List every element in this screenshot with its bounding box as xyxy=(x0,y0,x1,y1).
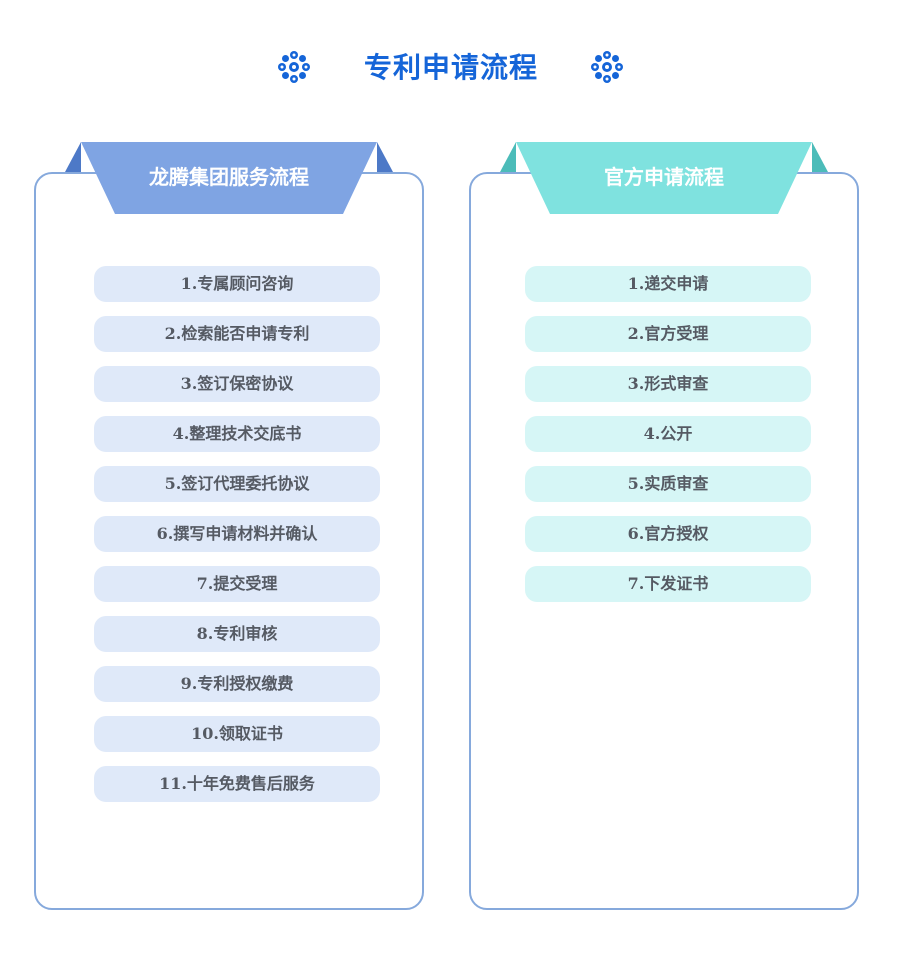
list-item: 8.专利审核 xyxy=(94,616,380,652)
list-item: 6.撰写申请材料并确认 xyxy=(94,516,380,552)
list-item: 1.专属顾问咨询 xyxy=(94,266,380,302)
list-item: 4.整理技术交底书 xyxy=(94,416,380,452)
list-item: 2.检索能否申请专利 xyxy=(94,316,380,352)
snowflake-flower-icon xyxy=(278,51,310,83)
list-item: 9.专利授权缴费 xyxy=(94,666,380,702)
left-panel-heading: 龙腾集团服务流程 xyxy=(149,165,309,189)
left-steps-list: 1.专属顾问咨询 2.检索能否申请专利 3.签订保密协议 4.整理技术交底书 5… xyxy=(94,266,380,816)
list-item: 5.实质审查 xyxy=(525,466,811,502)
list-item: 4.公开 xyxy=(525,416,811,452)
list-item: 3.形式审查 xyxy=(525,366,811,402)
banner-ribbon-shape xyxy=(65,142,393,214)
page-title: 专利申请流程 xyxy=(363,51,538,84)
page-header: 专利申请流程 xyxy=(0,48,902,88)
list-item: 10.领取证书 xyxy=(94,716,380,752)
list-item: 11.十年免费售后服务 xyxy=(94,766,380,802)
left-panel-banner: 龙腾集团服务流程 xyxy=(65,142,393,214)
list-item: 6.官方授权 xyxy=(525,516,811,552)
list-item: 7.下发证书 xyxy=(525,566,811,602)
list-item: 5.签订代理委托协议 xyxy=(94,466,380,502)
list-item: 3.签订保密协议 xyxy=(94,366,380,402)
right-panel-banner: 官方申请流程 xyxy=(500,142,828,214)
list-item: 2.官方受理 xyxy=(525,316,811,352)
right-panel-heading: 官方申请流程 xyxy=(604,165,724,189)
list-item: 7.提交受理 xyxy=(94,566,380,602)
right-steps-list: 1.递交申请 2.官方受理 3.形式审查 4.公开 5.实质审查 6.官方授权 … xyxy=(525,266,811,616)
banner-ribbon-shape xyxy=(500,142,828,214)
snowflake-flower-icon xyxy=(591,51,623,83)
list-item: 1.递交申请 xyxy=(525,266,811,302)
